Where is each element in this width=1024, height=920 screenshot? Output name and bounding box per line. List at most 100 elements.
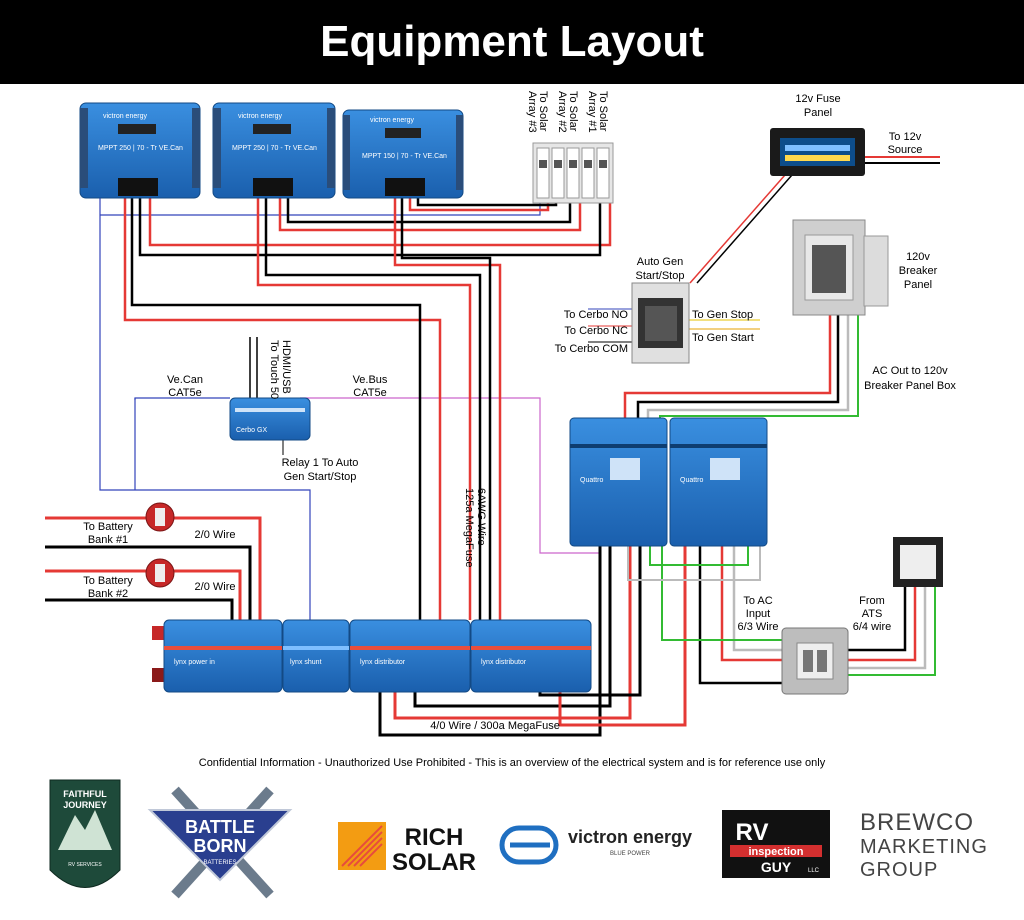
mppt2-model: MPPT 250 | 70 - Tr VE.Can — [232, 145, 317, 152]
wires — [45, 156, 940, 737]
auto-gen-label-2: Start/Stop — [636, 270, 685, 282]
ac-input-label-1: To AC — [743, 595, 772, 607]
battle-text: BATTLE — [185, 817, 255, 837]
battery2-label-2: Bank #2 — [88, 588, 128, 600]
battery1-black — [45, 545, 252, 620]
ac-out-green — [659, 315, 859, 420]
ac-out-label-1: AC Out to 120v — [872, 365, 948, 377]
wire-4-0-label: 4/0 Wire / 300a MegaFuse — [430, 720, 560, 732]
breaker-panel-label-3: Panel — [904, 279, 932, 291]
batteries-text: BATTERIES — [204, 860, 237, 866]
fuse-panel-label-1: 12v Fuse — [795, 93, 840, 105]
solar-array-3-label-2: Array #3 — [526, 91, 538, 133]
mppt-controller-3: victron energy MPPT 150 | 70 - Tr VE.Can — [342, 109, 464, 199]
victron-logo: victron energy BLUE POWER — [499, 825, 692, 865]
ac-in-black — [698, 545, 782, 685]
mppt2-bat-black — [264, 195, 482, 620]
journey-text: JOURNEY — [63, 800, 107, 810]
mppt2-pv-black — [286, 195, 572, 224]
hdmi-label-1: HDMI/USB — [280, 340, 292, 394]
solar-array-2-label-1: To Solar — [567, 91, 579, 132]
breaker-panel-label-1: 120v — [906, 251, 930, 263]
inspection-text: inspection — [748, 846, 803, 858]
to-gen-stop-label: To Gen Stop — [692, 309, 753, 321]
marketing-text: MARKETING — [860, 836, 988, 858]
cerbo-name: Cerbo GX — [236, 427, 267, 434]
rich-solar-logo: RICH SOLAR — [338, 822, 476, 876]
lynx-distributor-2-name: lynx distributor — [481, 659, 527, 666]
lynx-power-in-name: lynx power in — [174, 659, 215, 666]
born-text: BORN — [194, 836, 247, 856]
breaker-panel-label-2: Breaker — [899, 265, 938, 277]
llc-text: LLC — [808, 868, 820, 874]
battery1-label-2: Bank #1 — [88, 534, 128, 546]
battery1-red — [45, 516, 262, 620]
relay-label-1: Relay 1 To Auto — [282, 457, 359, 469]
battle-born-logo: BATTLE BORN BATTERIES — [147, 786, 293, 899]
victron-text: victron energy — [568, 827, 692, 847]
from-ats-label-1: From — [859, 595, 885, 607]
brewco-text: BREWCO — [860, 809, 974, 836]
blue-power-text: BLUE POWER — [610, 851, 651, 857]
mppt1-model: MPPT 250 | 70 - Tr VE.Can — [98, 145, 183, 152]
solar-array-1-label-1: To Solar — [597, 91, 609, 132]
mppt1-bat-red — [123, 195, 442, 620]
vecan-label-2: CAT5e — [168, 387, 201, 399]
lynx-shunt: lynx shunt — [282, 619, 350, 693]
lynx-distributor-1-name: lynx distributor — [360, 659, 406, 666]
wire-2-0-b-label: 2/0 Wire — [195, 581, 236, 593]
to-gen-start-label: To Gen Start — [692, 332, 754, 344]
battery-switch-1 — [145, 502, 175, 532]
fuse-panel: 12v Fuse Panel To 12v Source — [770, 93, 922, 176]
rv-text: RV — [736, 819, 769, 846]
cerbo-gx: Cerbo GX — [229, 397, 311, 441]
mppt3-model: MPPT 150 | 70 - Tr VE.Can — [362, 153, 447, 160]
mppt3-brand: victron energy — [370, 117, 414, 124]
to-12v-source-label-2: Source — [888, 144, 923, 156]
ac-out-label-2: Breaker Panel Box — [864, 380, 956, 392]
relay-label-2: Gen Start/Stop — [284, 471, 357, 483]
guy-text: GUY — [761, 859, 792, 875]
mppt3-bat-black — [400, 195, 492, 620]
rich-text: RICH — [405, 824, 464, 851]
mppt2-pv-red — [278, 195, 582, 232]
vecan-wire-1 — [99, 195, 311, 620]
ats-green — [848, 585, 936, 676]
wire-2-0-a-label: 2/0 Wire — [195, 529, 236, 541]
ac-in-gray-2 — [627, 545, 761, 581]
to-cerbo-no-label: To Cerbo NO — [564, 309, 629, 321]
lynx-power-in: lynx power in — [152, 619, 283, 693]
fuse-to-autogen-red — [689, 174, 786, 284]
from-ats-label-2: ATS — [862, 608, 883, 620]
to-12v-source-label-1: To 12v — [889, 131, 922, 143]
solar-array-3-label-1: To Solar — [537, 91, 549, 132]
ac-in-green-2 — [649, 545, 749, 566]
lynx-shunt-name: lynx shunt — [290, 659, 322, 666]
quattro2-name: Quattro — [680, 477, 703, 484]
vebus-label-1: Ve.Bus — [353, 374, 388, 386]
disclaimer: Confidential Information - Unauthorized … — [199, 757, 826, 769]
solar-breakers — [532, 142, 614, 204]
rv-services-text: RV SERVICES — [68, 862, 102, 868]
solar-array-2-label-2: Array #2 — [556, 91, 568, 133]
battery2-red — [45, 569, 242, 620]
ac-out-white — [646, 315, 850, 420]
battery2-label-1: To Battery — [83, 575, 133, 587]
to-cerbo-com-label: To Cerbo COM — [555, 343, 628, 355]
quattro-dc-black-1 — [378, 545, 602, 737]
from-ats-label-3: 6/4 wire — [853, 621, 892, 633]
quattro-dc-red-1 — [393, 545, 632, 720]
ac-out-red — [623, 315, 832, 420]
mppt3-bat-red — [393, 195, 502, 620]
page-title: Equipment Layout — [0, 0, 1024, 84]
ats-white — [848, 585, 927, 670]
ac-in-green — [661, 545, 782, 641]
wire-6awg-label-2: 125a MegaFuse — [463, 488, 475, 568]
rv-inspection-logo: RV inspection GUY LLC — [722, 810, 830, 878]
ats-black — [848, 585, 907, 652]
mppt-controller-1: victron energy MPPT 250 | 70 - Tr VE.Can — [79, 102, 201, 199]
quattro-inverter-2: Quattro — [669, 417, 768, 547]
group-text: GROUP — [860, 859, 938, 881]
mppt1-brand: victron energy — [103, 113, 147, 120]
